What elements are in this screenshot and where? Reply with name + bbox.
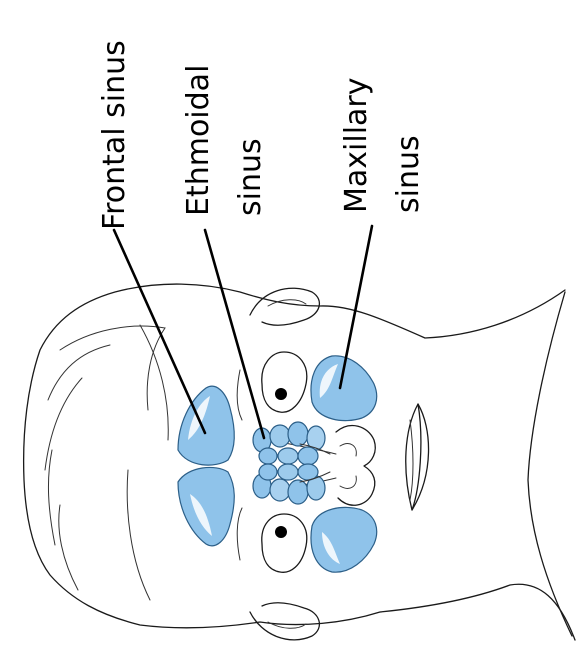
ethmoid-cell (270, 425, 290, 447)
frontal-sinus-right-lobe (178, 467, 234, 545)
frontal-sinus-leader (114, 230, 205, 433)
ethmoidal-label-line2: sinus (233, 138, 268, 216)
left-ear (250, 288, 319, 325)
maxillary-sinus-label: Maxillary sinus (339, 78, 426, 214)
right-pupil (275, 526, 287, 538)
ethmoid-cell (278, 448, 298, 464)
ethmoid-cell (298, 447, 318, 465)
ethmoid-cell (259, 448, 277, 464)
right-ear (250, 603, 319, 640)
ethmoidal-label-line1: Ethmoidal (181, 65, 216, 216)
ethmoidal-sinus-label: Ethmoidal sinus (181, 65, 268, 216)
ethmoid-cell (259, 464, 277, 480)
maxillary-label-line2: sinus (391, 135, 426, 213)
frontal-sinus-label: Frontal sinus (97, 40, 132, 230)
ethmoid-cell (288, 422, 308, 446)
frontal-sinus-left-lobe (178, 386, 234, 465)
left-pupil (275, 388, 287, 400)
left-eye (237, 352, 307, 420)
ethmoidal-sinus (253, 422, 330, 504)
ethmoid-cell (270, 479, 290, 501)
maxillary-label-line1: Maxillary (339, 78, 374, 214)
ethmoid-cell (298, 464, 318, 480)
ethmoid-cell (278, 464, 298, 480)
maxillary-sinus-right-lobe (311, 507, 377, 572)
right-eye (237, 508, 307, 572)
ethmoid-cell (288, 480, 308, 504)
frontal-sinus-label-text: Frontal sinus (97, 40, 132, 230)
head-outline (24, 284, 575, 640)
frontal-sinus (178, 386, 234, 546)
mouth (406, 404, 429, 510)
